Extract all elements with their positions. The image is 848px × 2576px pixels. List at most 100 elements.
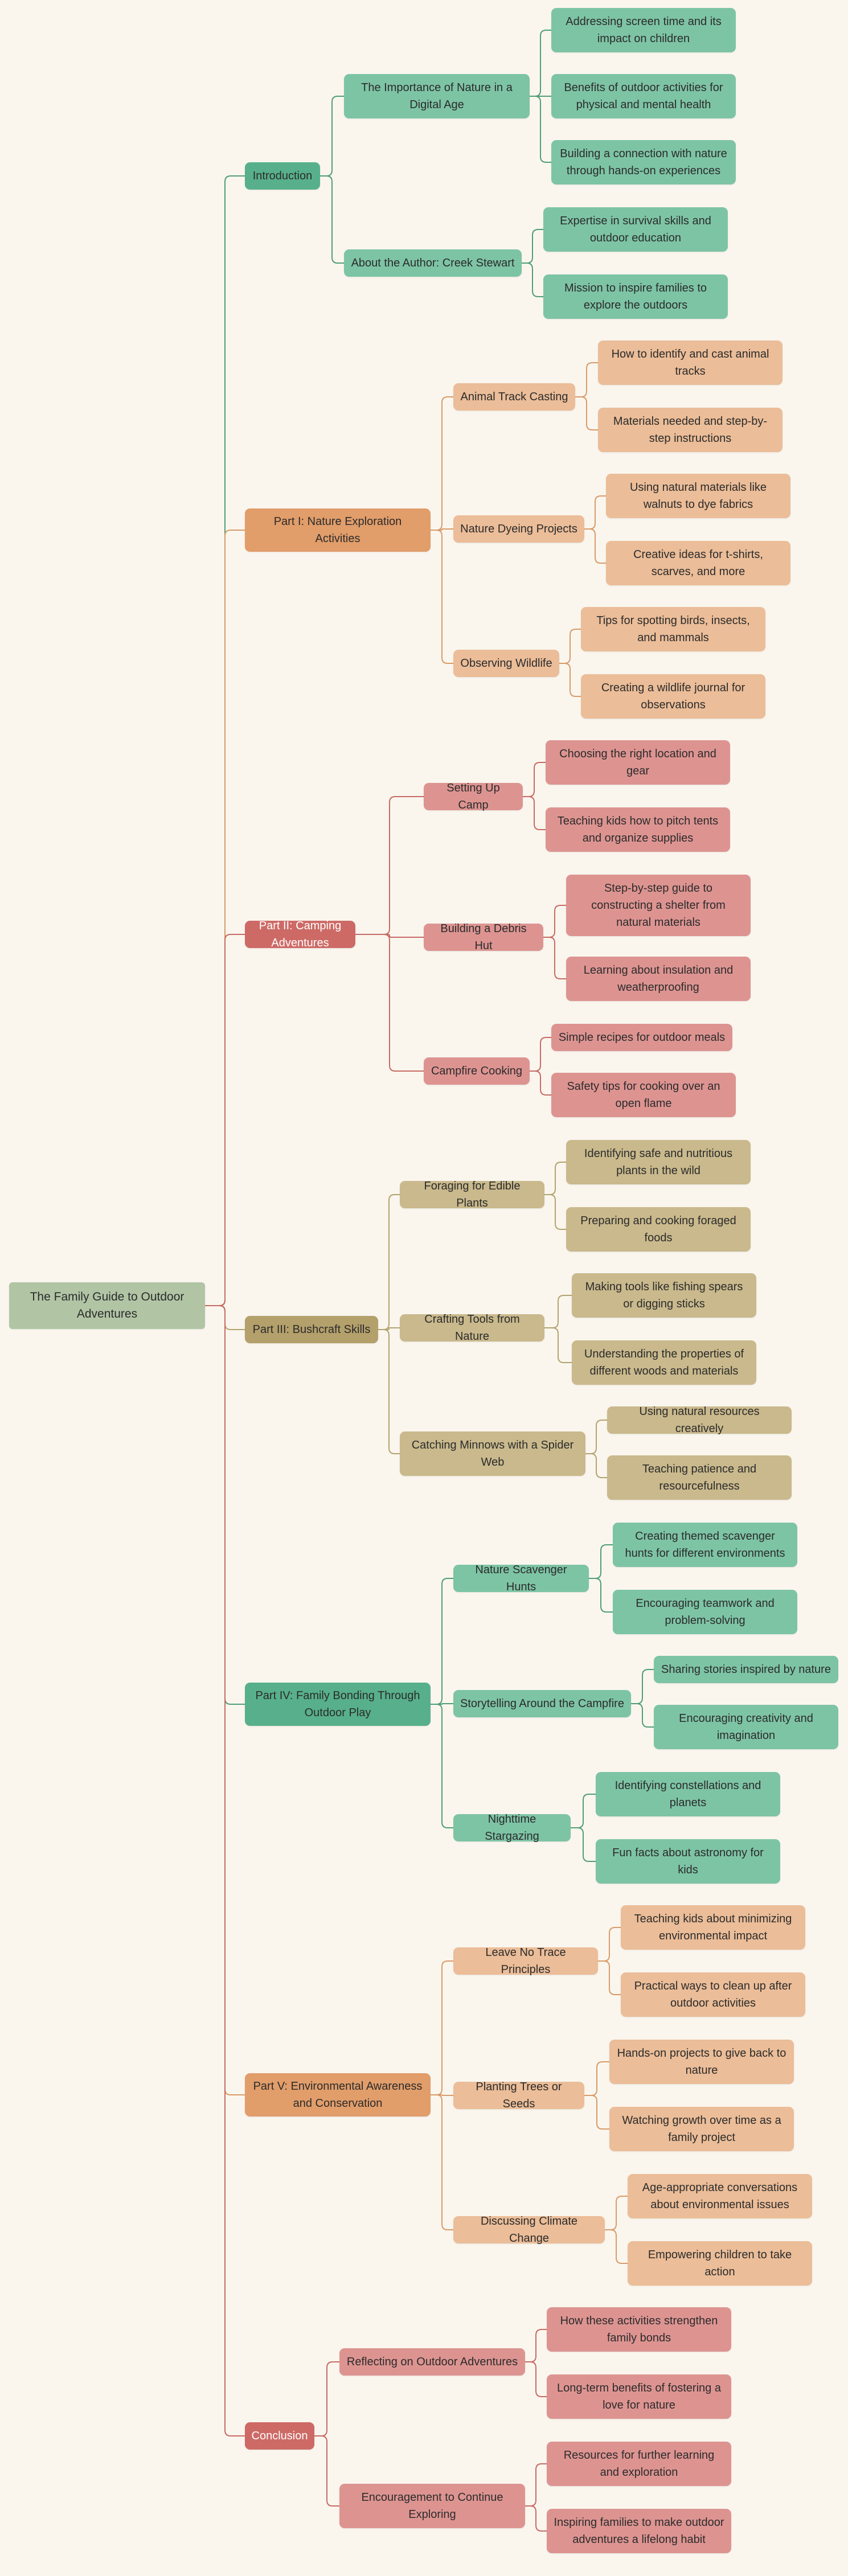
section-node-4: Part IV: Family Bonding Through Outdoor … — [245, 1683, 431, 1726]
detail-node-3-0-0: Identifying safe and nutritious plants i… — [566, 1140, 751, 1184]
topic-node-3-2: Catching Minnows with a Spider Web — [400, 1431, 585, 1476]
connector-topic-5-2-detail-0 — [605, 2196, 628, 2230]
connector-section-0-topic-0 — [320, 96, 344, 177]
connector-topic-6-1-detail-1 — [525, 2505, 547, 2532]
connector-topic-4-0-detail-0 — [589, 1544, 613, 1579]
detail-node-4-0-0: Creating themed scavenger hunts for diff… — [613, 1523, 797, 1567]
connector-section-3-topic-2 — [378, 1329, 400, 1454]
detail-node-5-1-0: Hands-on projects to give back to nature — [609, 2040, 794, 2084]
section-node-6-label: Conclusion — [251, 2430, 308, 2442]
topic-node-4-1: Storytelling Around the Campfire — [453, 1690, 631, 1717]
topic-node-4-1-label: Storytelling Around the Campfire — [460, 1697, 624, 1710]
detail-node-2-0-1: Teaching kids how to pitch tents and org… — [546, 807, 730, 852]
detail-node-6-0-1-label: Long-term benefits of fostering a love f… — [557, 2382, 721, 2411]
detail-node-2-1-1: Learning about insulation and weatherpro… — [566, 957, 751, 1001]
topic-node-5-2: Discussing Climate Change — [453, 2215, 605, 2245]
detail-node-3-1-1-label: Understanding the properties of differen… — [584, 1348, 744, 1377]
topic-node-4-0-label: Nature Scavenger Hunts — [475, 1564, 567, 1593]
detail-node-6-1-1-label: Inspiring families to make outdoor adven… — [554, 2516, 724, 2546]
topic-node-1-0: Animal Track Casting — [453, 383, 575, 411]
connector-section-1-topic-1 — [431, 528, 453, 531]
section-node-5: Part V: Environmental Awareness and Cons… — [245, 2073, 431, 2116]
detail-node-1-2-1: Creating a wildlife journal for observat… — [581, 674, 765, 719]
detail-node-2-0-1-label: Teaching kids how to pitch tents and org… — [557, 815, 719, 844]
topic-node-4-2-label: Nighttime Stargazing — [485, 1813, 539, 1843]
topic-node-0-0: The Importance of Nature in a Digital Ag… — [344, 74, 530, 118]
detail-node-5-2-0-label: Age-appropriate conversations about envi… — [642, 2181, 798, 2211]
detail-node-2-0-0: Choosing the right location and gear — [546, 740, 730, 785]
topic-node-3-1: Crafting Tools from Nature — [400, 1313, 544, 1343]
connector-topic-5-0-detail-0 — [598, 1927, 621, 1962]
section-node-6: Conclusion — [245, 2422, 314, 2450]
detail-node-5-0-0-label: Teaching kids about minimizing environme… — [634, 1913, 792, 1942]
section-node-3-label: Part III: Bushcraft Skills — [252, 1323, 371, 1336]
topic-node-1-1-label: Nature Dyeing Projects — [460, 523, 577, 535]
detail-node-0-0-1-label: Benefits of outdoor activities for physi… — [564, 81, 723, 111]
section-node-3: Part III: Bushcraft Skills — [245, 1316, 378, 1343]
connector-topic-6-0-detail-1 — [525, 2361, 547, 2397]
connector-topic-5-1-detail-1 — [584, 2095, 609, 2130]
detail-node-0-1-0-label: Expertise in survival skills and outdoor… — [560, 215, 711, 244]
connector-section-5-topic-0 — [431, 1960, 453, 2095]
detail-node-4-0-1: Encouraging teamwork and problem-solving — [613, 1590, 797, 1634]
detail-node-1-1-0: Using natural materials like walnuts to … — [606, 474, 790, 518]
topic-node-6-1-label: Encouragement to Continue Exploring — [361, 2491, 503, 2521]
connector-topic-1-1-detail-1 — [584, 528, 606, 564]
root-node-label: The Family Guide to Outdoor Adventures — [30, 1290, 185, 1320]
section-node-1: Part I: Nature Exploration Activities — [245, 508, 431, 552]
connector-section-6-topic-0 — [314, 2361, 339, 2436]
topic-node-2-1-label: Building a Debris Hut — [440, 922, 527, 952]
detail-node-1-2-0: Tips for spotting birds, insects, and ma… — [581, 607, 765, 651]
topic-node-2-2-label: Campfire Cooking — [431, 1065, 523, 1077]
detail-node-4-1-1-label: Encouraging creativity and imagination — [679, 1712, 813, 1742]
connector-topic-2-2-detail-0 — [530, 1037, 551, 1072]
detail-node-3-2-1-label: Teaching patience and resourcefulness — [642, 1463, 757, 1492]
detail-node-4-2-0-label: Identifying constellations and planets — [615, 1779, 761, 1809]
connector-section-0-topic-1 — [320, 175, 344, 264]
topic-node-3-0-label: Foraging for Edible Plants — [424, 1180, 521, 1209]
connector-root-section-6 — [205, 1305, 245, 2436]
connector-topic-3-1-detail-0 — [544, 1295, 572, 1328]
topic-node-5-2-label: Discussing Climate Change — [480, 2215, 578, 2245]
connector-topic-1-2-detail-1 — [559, 663, 581, 697]
topic-node-2-1: Building a Debris Hut — [424, 922, 543, 952]
section-node-4-label: Part IV: Family Bonding Through Outdoor … — [255, 1689, 420, 1719]
detail-node-0-1-0: Expertise in survival skills and outdoor… — [543, 207, 728, 252]
detail-node-0-0-1: Benefits of outdoor activities for physi… — [551, 74, 736, 118]
connector-topic-6-1-detail-0 — [525, 2463, 547, 2507]
connector-topic-4-0-detail-1 — [589, 1578, 613, 1613]
topic-node-3-1-label: Crafting Tools from Nature — [424, 1313, 520, 1343]
detail-node-3-0-1: Preparing and cooking foraged foods — [566, 1207, 751, 1252]
detail-node-6-1-0: Resources for further learning and explo… — [547, 2442, 731, 2486]
detail-node-0-0-0-label: Addressing screen time and its impact on… — [566, 15, 722, 45]
connector-root-section-2 — [205, 934, 245, 1306]
detail-node-0-1-1: Mission to inspire families to explore t… — [543, 274, 728, 319]
connector-section-5-topic-2 — [431, 2094, 453, 2230]
connector-section-2-topic-1 — [355, 934, 424, 938]
connector-topic-5-2-detail-1 — [605, 2229, 628, 2264]
detail-node-2-2-1: Safety tips for cooking over an open fla… — [551, 1073, 736, 1117]
detail-node-1-2-1-label: Creating a wildlife journal for observat… — [601, 682, 745, 711]
topic-node-3-2-label: Catching Minnows with a Spider Web — [411, 1439, 574, 1469]
connector-topic-6-0-detail-0 — [525, 2329, 547, 2362]
connector-topic-3-0-detail-0 — [544, 1162, 566, 1195]
section-node-0-label: Introduction — [252, 170, 313, 182]
connector-topic-4-2-detail-1 — [571, 1827, 596, 1862]
detail-node-4-0-0-label: Creating themed scavenger hunts for diff… — [625, 1530, 785, 1560]
topic-node-4-2: Nighttime Stargazing — [453, 1813, 571, 1843]
detail-node-6-0-0: How these activities strengthen family b… — [547, 2307, 731, 2352]
detail-node-3-2-1: Teaching patience and resourcefulness — [607, 1455, 792, 1500]
connector-topic-4-2-detail-0 — [571, 1794, 596, 1828]
section-node-2-label: Part II: Camping Adventures — [259, 920, 342, 949]
connector-section-2-topic-2 — [355, 934, 424, 1072]
topic-node-6-0-label: Reflecting on Outdoor Adventures — [346, 2356, 518, 2368]
detail-node-3-1-0-label: Making tools like fishing spears or digg… — [585, 1281, 743, 1310]
topic-node-4-0: Nature Scavenger Hunts — [453, 1564, 589, 1593]
connector-section-1-topic-0 — [431, 396, 453, 531]
topic-node-0-1-label: About the Author: Creek Stewart — [351, 257, 515, 269]
detail-node-3-1-1: Understanding the properties of differen… — [572, 1340, 756, 1385]
detail-node-5-2-0: Age-appropriate conversations about envi… — [628, 2174, 812, 2218]
connector-topic-4-1-detail-1 — [631, 1703, 654, 1728]
connector-topic-2-2-detail-1 — [530, 1070, 551, 1096]
